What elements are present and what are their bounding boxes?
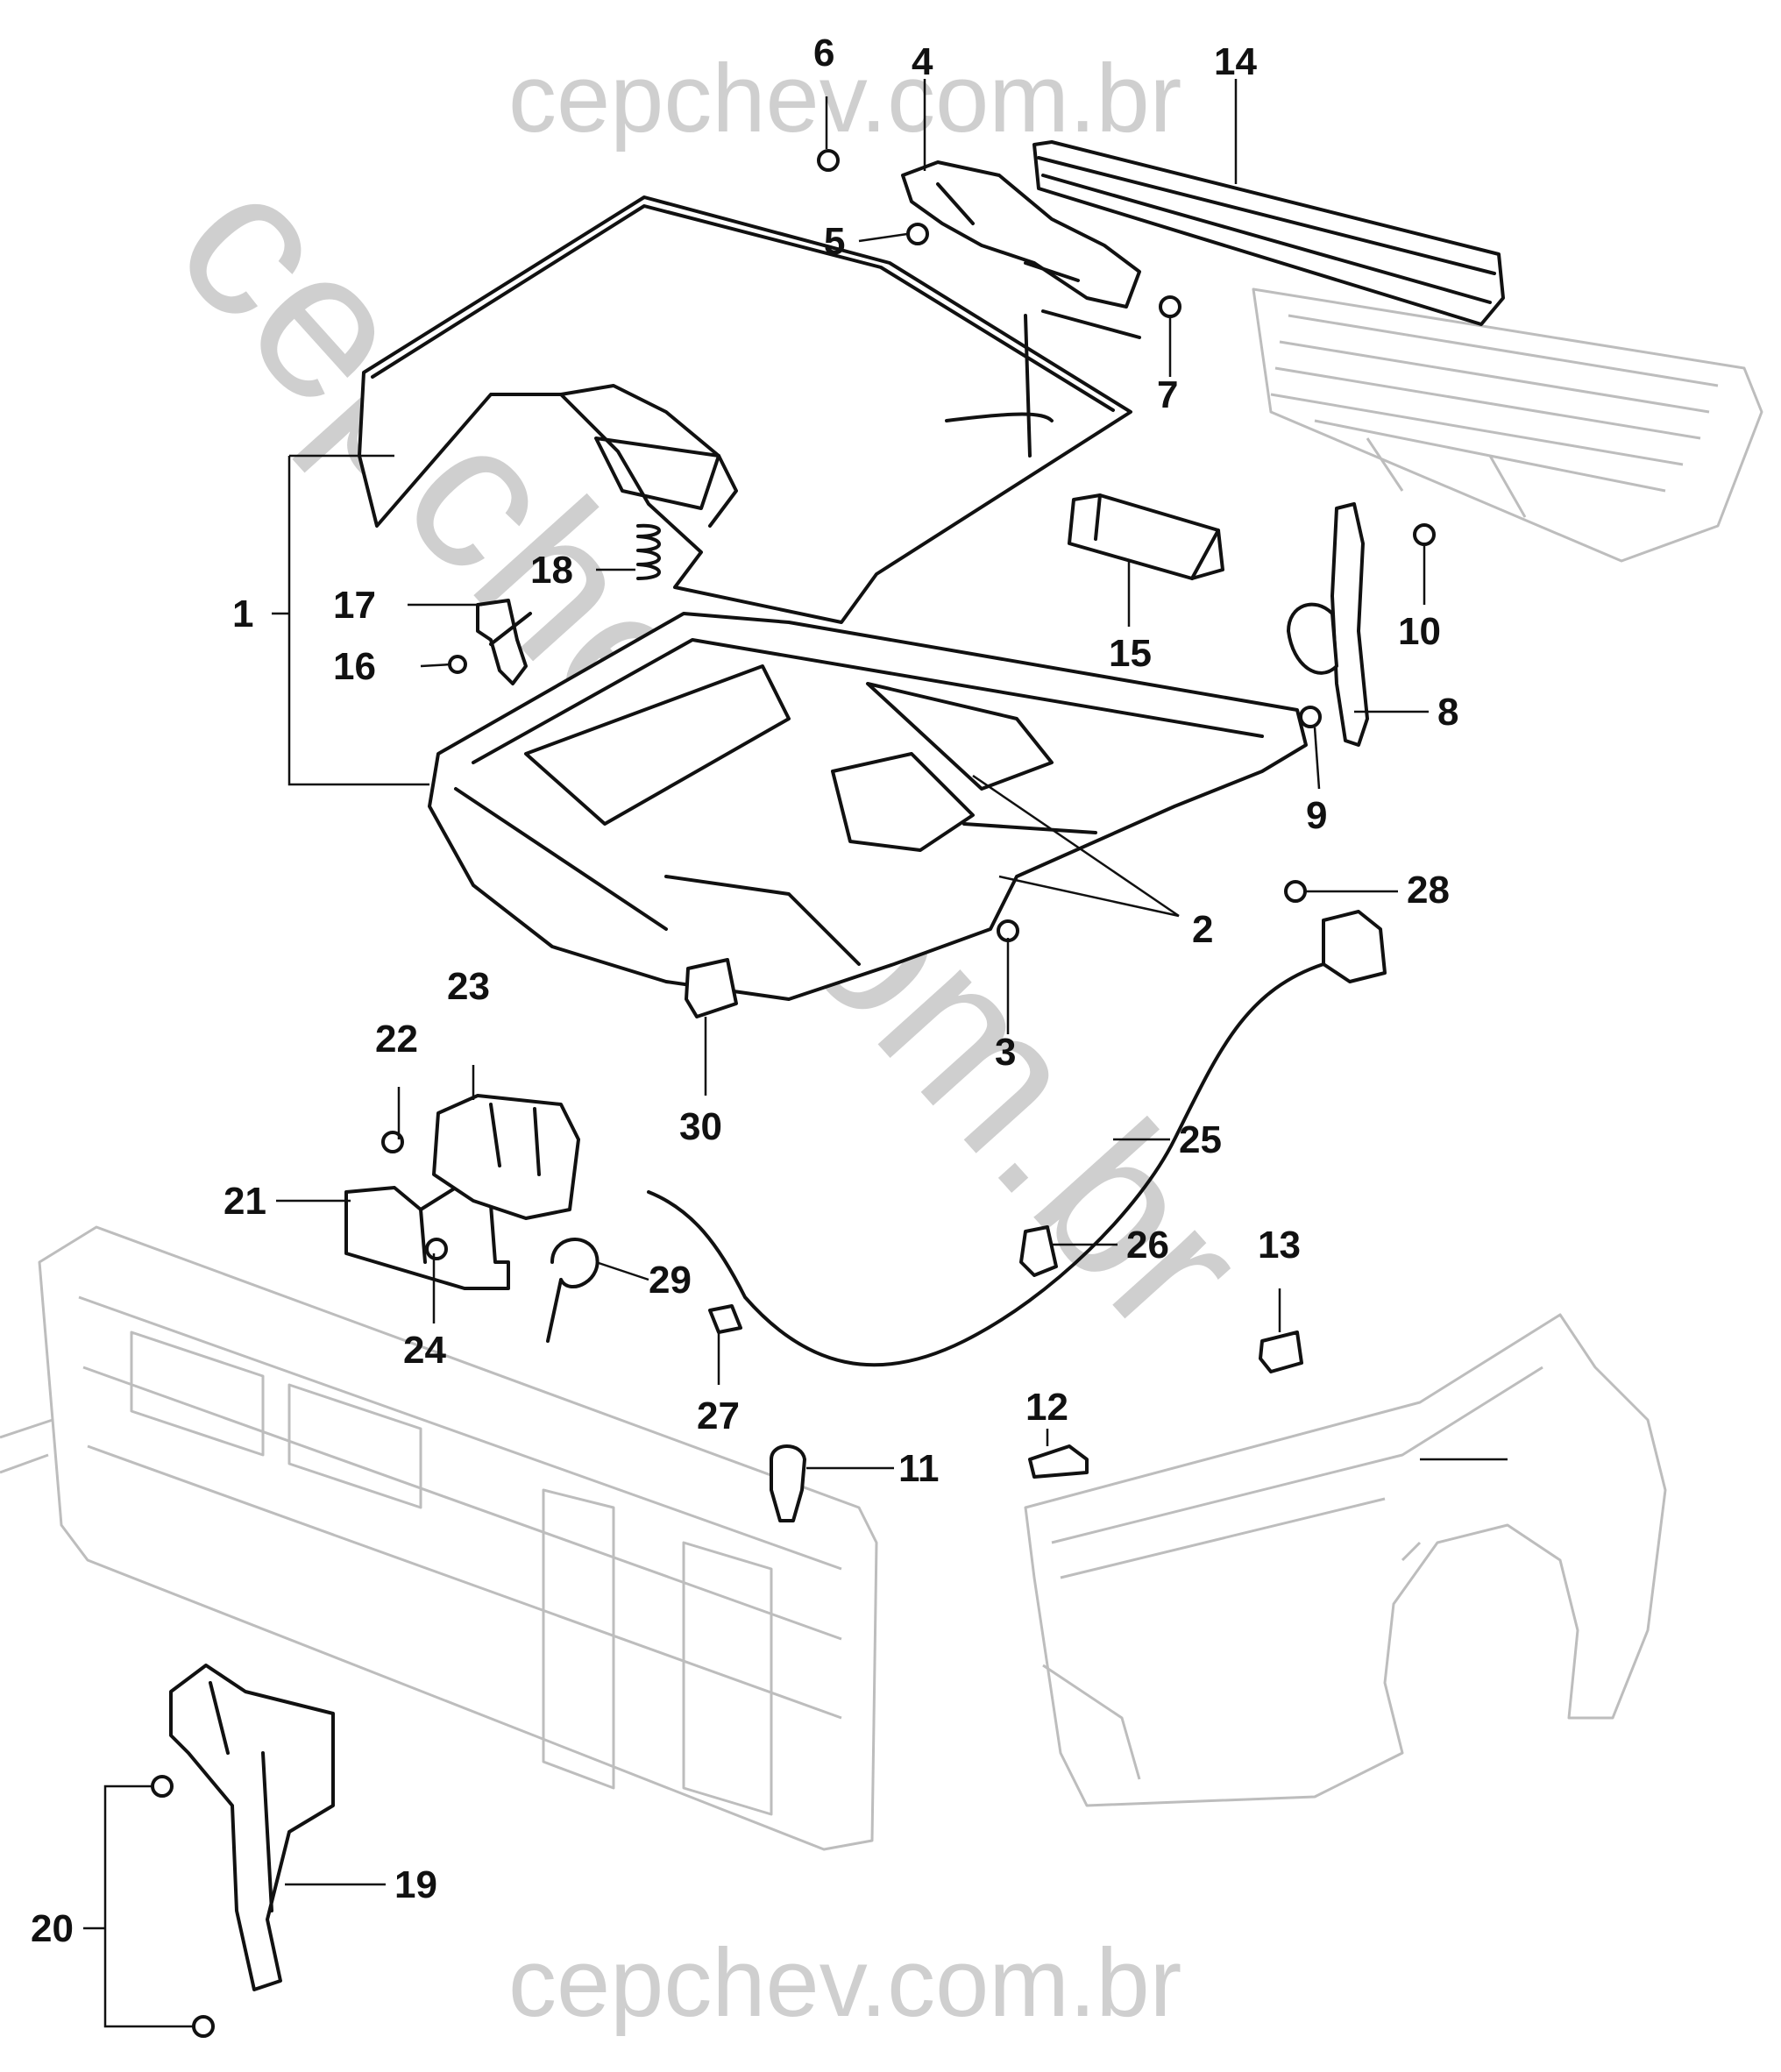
callout-23: 23 (447, 965, 490, 1008)
callout-25: 25 (1179, 1118, 1222, 1161)
callout-14: 14 (1214, 40, 1257, 83)
cowl-weatherstrip (1032, 140, 1505, 326)
callout-20: 20 (31, 1907, 74, 1950)
callout-6: 6 (813, 32, 834, 75)
callout-28: 28 (1407, 869, 1450, 912)
callout-12: 12 (1025, 1386, 1068, 1429)
callout-7: 7 (1157, 373, 1178, 416)
cowl-panel-background (1252, 287, 1763, 563)
callout-4: 4 (912, 40, 933, 83)
hood-bumper-11 (770, 1444, 806, 1522)
callout-5: 5 (824, 220, 845, 263)
release-cable (647, 910, 1387, 1367)
callout-27: 27 (697, 1394, 740, 1437)
callout-21: 21 (224, 1180, 266, 1223)
hood-hinge-right (1287, 502, 1369, 747)
callout-19: 19 (394, 1863, 437, 1906)
callout-17: 17 (333, 584, 376, 627)
callout-24: 24 (403, 1329, 446, 1372)
callout-29: 29 (649, 1259, 692, 1302)
hood-latch-striker (476, 599, 532, 685)
bumper-13 (1259, 1330, 1303, 1373)
hood-hinge-left (901, 160, 1141, 309)
center-support-bracket (169, 1664, 335, 1991)
latch-support-bracket (344, 1186, 510, 1290)
hood-latch (432, 1094, 580, 1220)
callout-10: 10 (1398, 610, 1441, 653)
cable-clip-26 (1019, 1225, 1058, 1277)
bumper-12 (1028, 1444, 1089, 1479)
radiator-support-panel (0, 1225, 878, 1851)
hood-inner-panel (428, 612, 1308, 1001)
grommet-30 (685, 958, 738, 1018)
callout-13: 13 (1258, 1224, 1301, 1267)
callout-3: 3 (995, 1031, 1016, 1074)
callout-30: 30 (679, 1105, 722, 1148)
callout-15: 15 (1109, 632, 1152, 675)
latch-spring (546, 1238, 600, 1343)
insulator-pad (1068, 493, 1224, 580)
callout-8: 8 (1437, 691, 1458, 734)
front-fender-panel (1024, 1313, 1667, 1807)
callout-26: 26 (1126, 1224, 1169, 1267)
fasteners (151, 149, 1436, 2038)
leader-lines (83, 79, 1508, 2028)
callout-18: 18 (530, 549, 573, 592)
hood-outer-panel (358, 195, 1141, 624)
callout-11: 11 (898, 1447, 940, 1490)
callout-9: 9 (1306, 794, 1327, 837)
callout-2: 2 (1192, 908, 1213, 951)
watermark-bottom: cepchev.com.br (508, 1929, 1181, 2037)
callout-16: 16 (333, 645, 376, 688)
watermark-top: cepchev.com.br (508, 45, 1181, 153)
callout-22: 22 (375, 1018, 418, 1061)
callout-1: 1 (232, 593, 253, 635)
hood-bumper-spring (636, 523, 661, 580)
cable-clip-27 (708, 1304, 742, 1334)
